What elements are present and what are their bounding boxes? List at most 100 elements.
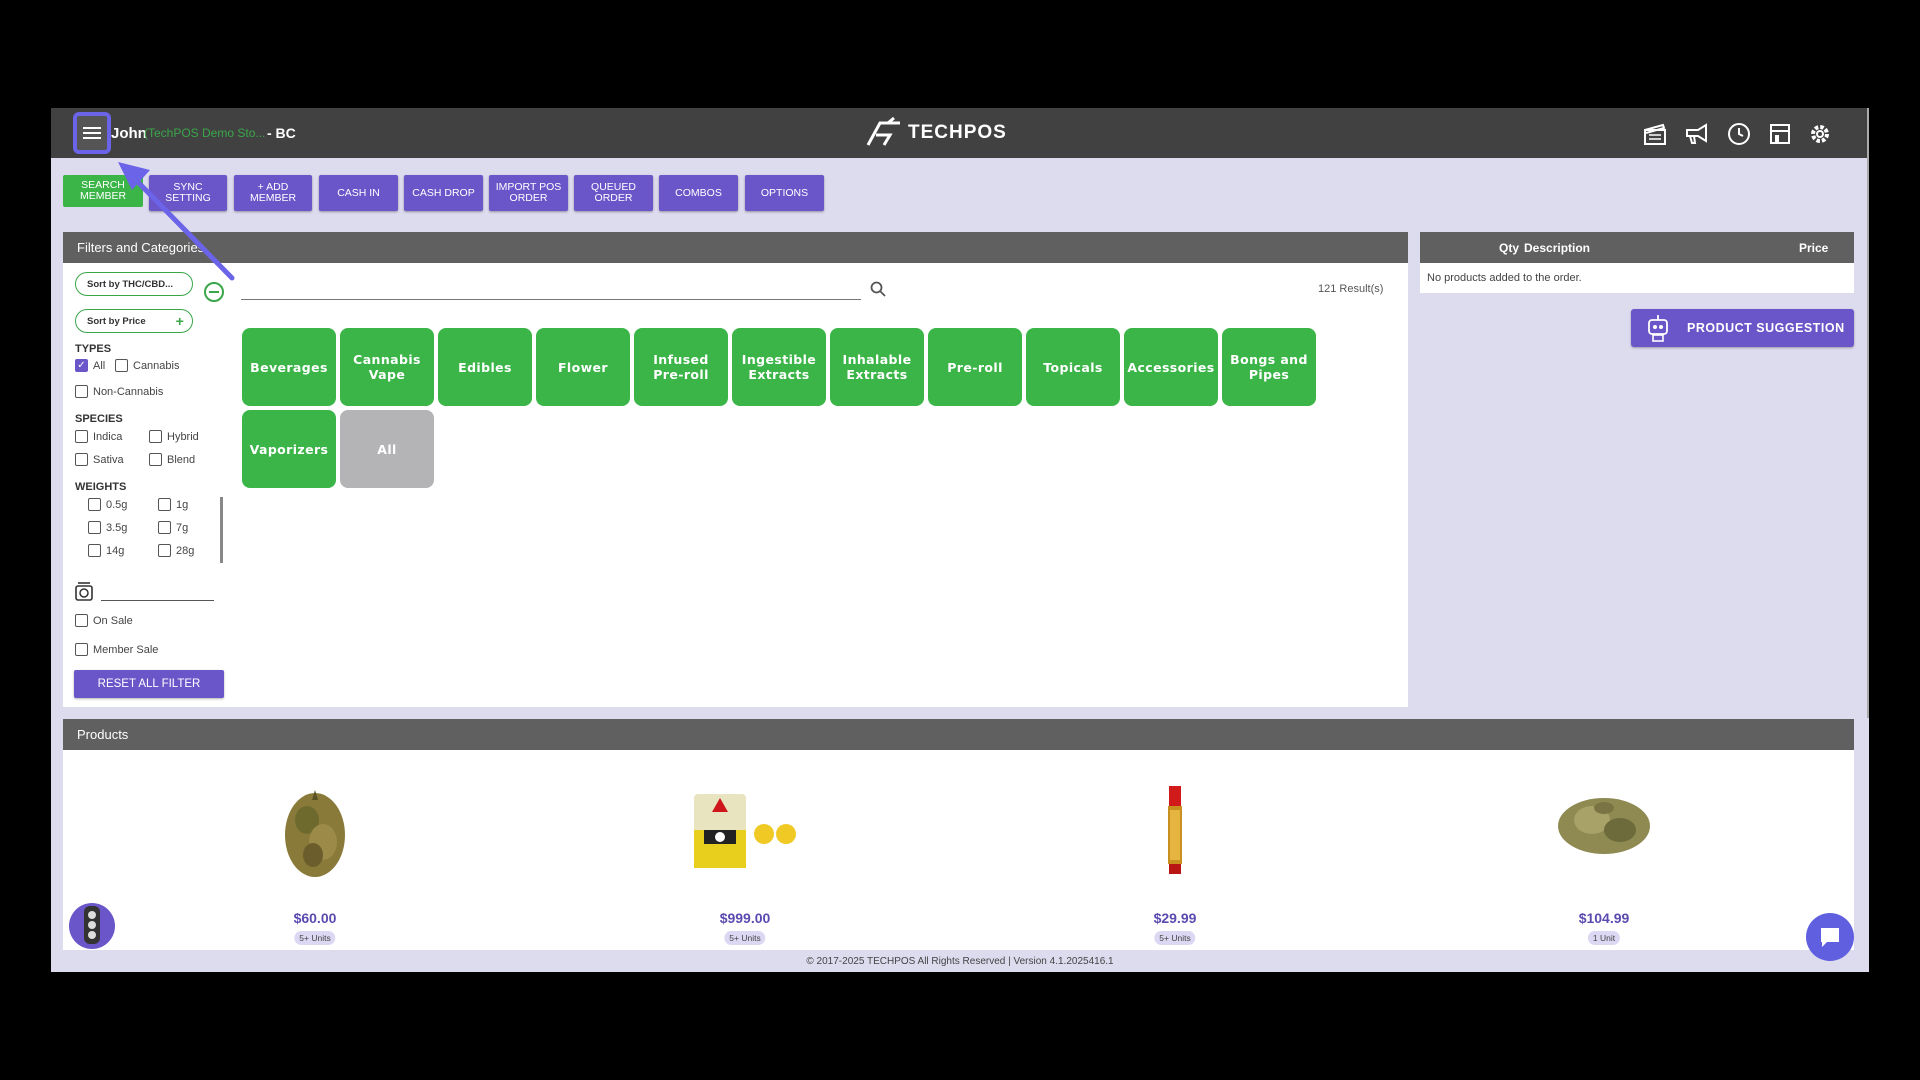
category-edibles[interactable]: Edibles — [438, 328, 532, 406]
member-sale-checkbox[interactable]: Member Sale — [75, 643, 158, 656]
species-sativa-checkbox[interactable]: Sativa — [75, 453, 124, 466]
category-topicals[interactable]: Topicals — [1026, 328, 1120, 406]
queued-order-button[interactable]: QUEUED ORDER — [574, 175, 653, 211]
category-pre-roll[interactable]: Pre-roll — [928, 328, 1022, 406]
types-heading: TYPES — [75, 343, 112, 355]
sort-thc-button[interactable]: Sort by THC/CBD... — [75, 272, 193, 296]
stock-badge: 1 Unit — [1587, 931, 1621, 945]
chat-icon — [1821, 928, 1839, 947]
search-member-button[interactable]: SEARCH MEMBER — [63, 175, 143, 207]
sort-price-label: Sort by Price — [87, 315, 146, 327]
product-card[interactable]: $29.99 5+ Units — [1075, 750, 1275, 950]
techpos-logo: TECHPOS — [864, 117, 1007, 149]
type-non-cannabis-label: Non-Cannabis — [93, 385, 164, 398]
category-infused-pre-roll[interactable]: Infused Pre-roll — [634, 328, 728, 406]
gear-icon[interactable] — [1807, 121, 1833, 147]
type-cannabis-checkbox[interactable]: Cannabis — [115, 359, 179, 372]
weight-14g-checkbox[interactable]: 14g — [88, 544, 124, 557]
sort-price-button[interactable]: Sort by Price + — [75, 309, 193, 333]
category-all[interactable]: All — [340, 410, 434, 488]
description-column-header: Description — [1524, 241, 1591, 255]
category-vaporizers[interactable]: Vaporizers — [242, 410, 336, 488]
weight-28g-checkbox[interactable]: 28g — [158, 544, 194, 557]
filters-title: Filters and Categories — [77, 240, 205, 255]
search-icon[interactable] — [870, 281, 886, 302]
product-card[interactable]: $104.99 1 Unit — [1504, 750, 1704, 950]
product-price: $999.00 — [719, 910, 771, 926]
species-hybrid-label: Hybrid — [167, 430, 199, 443]
stock-badge: 5+ Units — [1154, 931, 1196, 945]
flower-bud-image — [1554, 790, 1654, 865]
weight-input[interactable] — [101, 600, 214, 601]
species-blend-checkbox[interactable]: Blend — [149, 453, 195, 466]
filters-panel: Filters and Categories Sort by THC/CBD..… — [63, 232, 1408, 707]
category-bongs-and-pipes[interactable]: Bongs and Pipes — [1222, 328, 1316, 406]
product-card[interactable]: $999.00 5+ Units — [645, 750, 845, 950]
add-member-button[interactable]: + ADD MEMBER — [234, 175, 312, 211]
weight-label: 14g — [106, 544, 125, 557]
traffic-light-icon — [84, 906, 100, 944]
chat-widget-button[interactable] — [1806, 913, 1854, 961]
price-column-header: Price — [1799, 241, 1829, 255]
reset-label: RESET ALL FILTER — [97, 678, 201, 690]
user-name: John — [111, 125, 147, 142]
megaphone-icon[interactable] — [1684, 121, 1710, 147]
category-ingestible-extracts[interactable]: Ingestible Extracts — [732, 328, 826, 406]
footer-copyright: © 2017-2025 TECHPOS All Rights Reserved … — [806, 956, 1114, 967]
species-hybrid-checkbox[interactable]: Hybrid — [149, 430, 199, 443]
product-card[interactable]: $60.00 5+ Units — [215, 750, 415, 950]
clock-icon[interactable] — [1726, 121, 1752, 147]
weight-1g-checkbox[interactable]: 1g — [158, 498, 188, 511]
product-search-input[interactable] — [241, 276, 861, 298]
sync-setting-label: SYNC SETTING — [165, 181, 211, 204]
page-scrollbar[interactable] — [1867, 108, 1869, 718]
type-all-checkbox[interactable]: ✓All — [75, 359, 105, 372]
collapse-icon[interactable] — [204, 282, 224, 302]
category-flower[interactable]: Flower — [536, 328, 630, 406]
scale-icon — [75, 581, 93, 606]
app-frame: John (TechPOS Demo Sto... - BC TECHPOS — [51, 108, 1869, 972]
cash-drop-label: CASH DROP — [412, 186, 475, 199]
sort-thc-label: Sort by THC/CBD... — [87, 278, 174, 290]
options-label: OPTIONS — [760, 186, 809, 199]
species-sativa-label: Sativa — [93, 453, 124, 466]
product-suggestion-button[interactable]: PRODUCT SUGGESTION — [1631, 309, 1854, 347]
cash-drop-button[interactable]: CASH DROP — [404, 175, 483, 211]
species-heading: SPECIES — [75, 413, 123, 425]
reset-all-filter-button[interactable]: RESET ALL FILTER — [74, 670, 224, 698]
product-price: $60.00 — [293, 910, 337, 926]
add-member-label: + ADD MEMBER — [249, 181, 297, 204]
type-all-label: All — [93, 359, 106, 372]
category-beverages[interactable]: Beverages — [242, 328, 336, 406]
stock-badge: 5+ Units — [724, 931, 766, 945]
clapperboard-icon[interactable] — [1642, 121, 1668, 147]
weight-0-5g-checkbox[interactable]: 0.5g — [88, 498, 127, 511]
weight-7g-checkbox[interactable]: 7g — [158, 521, 188, 534]
province-label: - BC — [267, 125, 296, 141]
weight-label: 3.5g — [106, 521, 128, 534]
search-member-label: SEARCH MEMBER — [79, 179, 127, 202]
stock-badge: 5+ Units — [294, 931, 336, 945]
products-header: Products — [63, 719, 1854, 750]
weight-3-5g-checkbox[interactable]: 3.5g — [88, 521, 127, 534]
store-icon[interactable] — [1767, 121, 1793, 147]
combos-button[interactable]: COMBOS — [659, 175, 738, 211]
type-non-cannabis-checkbox[interactable]: Non-Cannabis — [75, 385, 163, 398]
species-indica-checkbox[interactable]: Indica — [75, 430, 122, 443]
on-sale-label: On Sale — [93, 614, 133, 627]
category-cannabis-vape[interactable]: Cannabis Vape — [340, 328, 434, 406]
help-widget-button[interactable] — [69, 903, 115, 949]
cash-in-label: CASH IN — [337, 186, 380, 199]
hamburger-icon — [83, 124, 101, 142]
category-accessories[interactable]: Accessories — [1124, 328, 1218, 406]
sync-setting-button[interactable]: SYNC SETTING — [149, 175, 227, 211]
options-button[interactable]: OPTIONS — [745, 175, 824, 211]
on-sale-checkbox[interactable]: On Sale — [75, 614, 133, 627]
weights-scrollbar[interactable] — [220, 497, 223, 563]
cash-in-button[interactable]: CASH IN — [319, 175, 398, 211]
logo-mark-icon — [866, 117, 900, 146]
filters-header: Filters and Categories — [63, 232, 1408, 263]
hamburger-menu-button[interactable] — [73, 112, 111, 154]
category-inhalable-extracts[interactable]: Inhalable Extracts — [830, 328, 924, 406]
import-pos-order-button[interactable]: IMPORT POS ORDER — [489, 175, 568, 211]
